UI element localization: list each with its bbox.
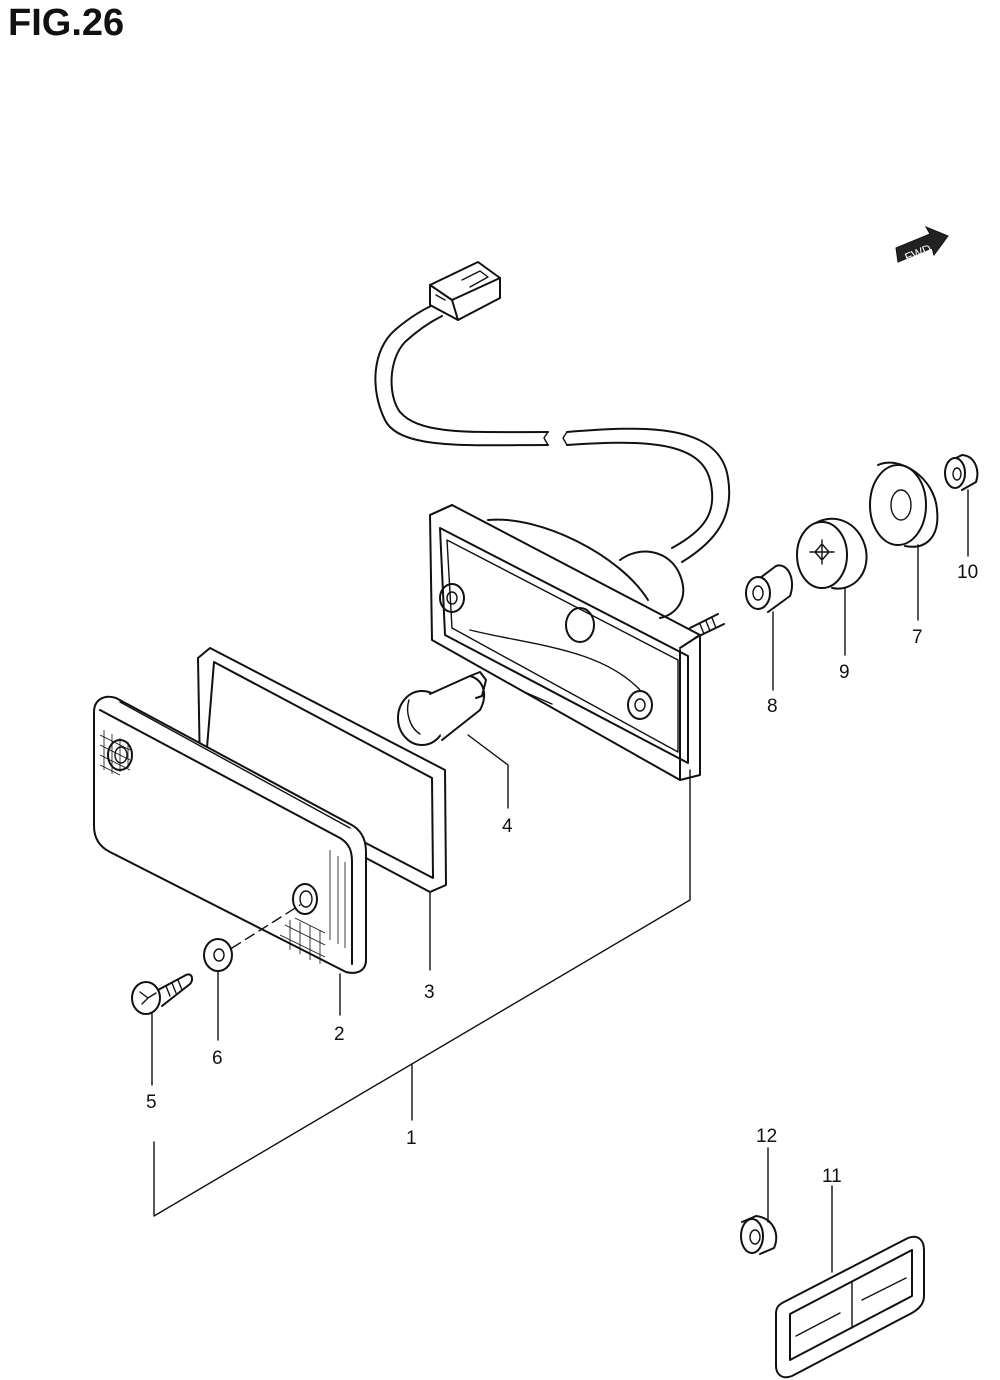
wire-harness <box>374 261 731 563</box>
callout-11: 11 <box>822 1166 842 1187</box>
callout-2: 2 <box>334 1024 345 1045</box>
nut-bottom <box>740 1215 778 1255</box>
screw <box>131 973 194 1015</box>
bulb <box>397 671 487 746</box>
side-reflector <box>775 1235 925 1379</box>
leader-lines <box>151 489 969 1273</box>
callout-1: 1 <box>406 1128 417 1149</box>
callout-4: 4 <box>502 816 513 837</box>
callout-6: 6 <box>212 1048 223 1069</box>
fwd-arrow-icon: FWD <box>895 225 949 265</box>
large-washer <box>869 461 939 548</box>
washer <box>203 938 233 972</box>
wire-connector <box>429 261 501 321</box>
figure-title: FIG.26 <box>8 2 125 44</box>
callout-5: 5 <box>146 1092 157 1113</box>
collar <box>745 564 794 613</box>
callout-9: 9 <box>839 662 850 683</box>
grommet <box>796 517 868 590</box>
callout-8: 8 <box>767 696 778 717</box>
callout-12: 12 <box>756 1126 777 1147</box>
lamp-housing <box>429 504 725 781</box>
callout-numbers: 1 2 3 4 5 6 7 8 9 10 11 12 <box>146 562 978 1187</box>
callout-3: 3 <box>424 982 435 1003</box>
callout-7: 7 <box>912 627 923 648</box>
lamp-lens <box>93 695 367 974</box>
callout-10: 10 <box>957 562 978 583</box>
nut-top <box>944 454 979 491</box>
